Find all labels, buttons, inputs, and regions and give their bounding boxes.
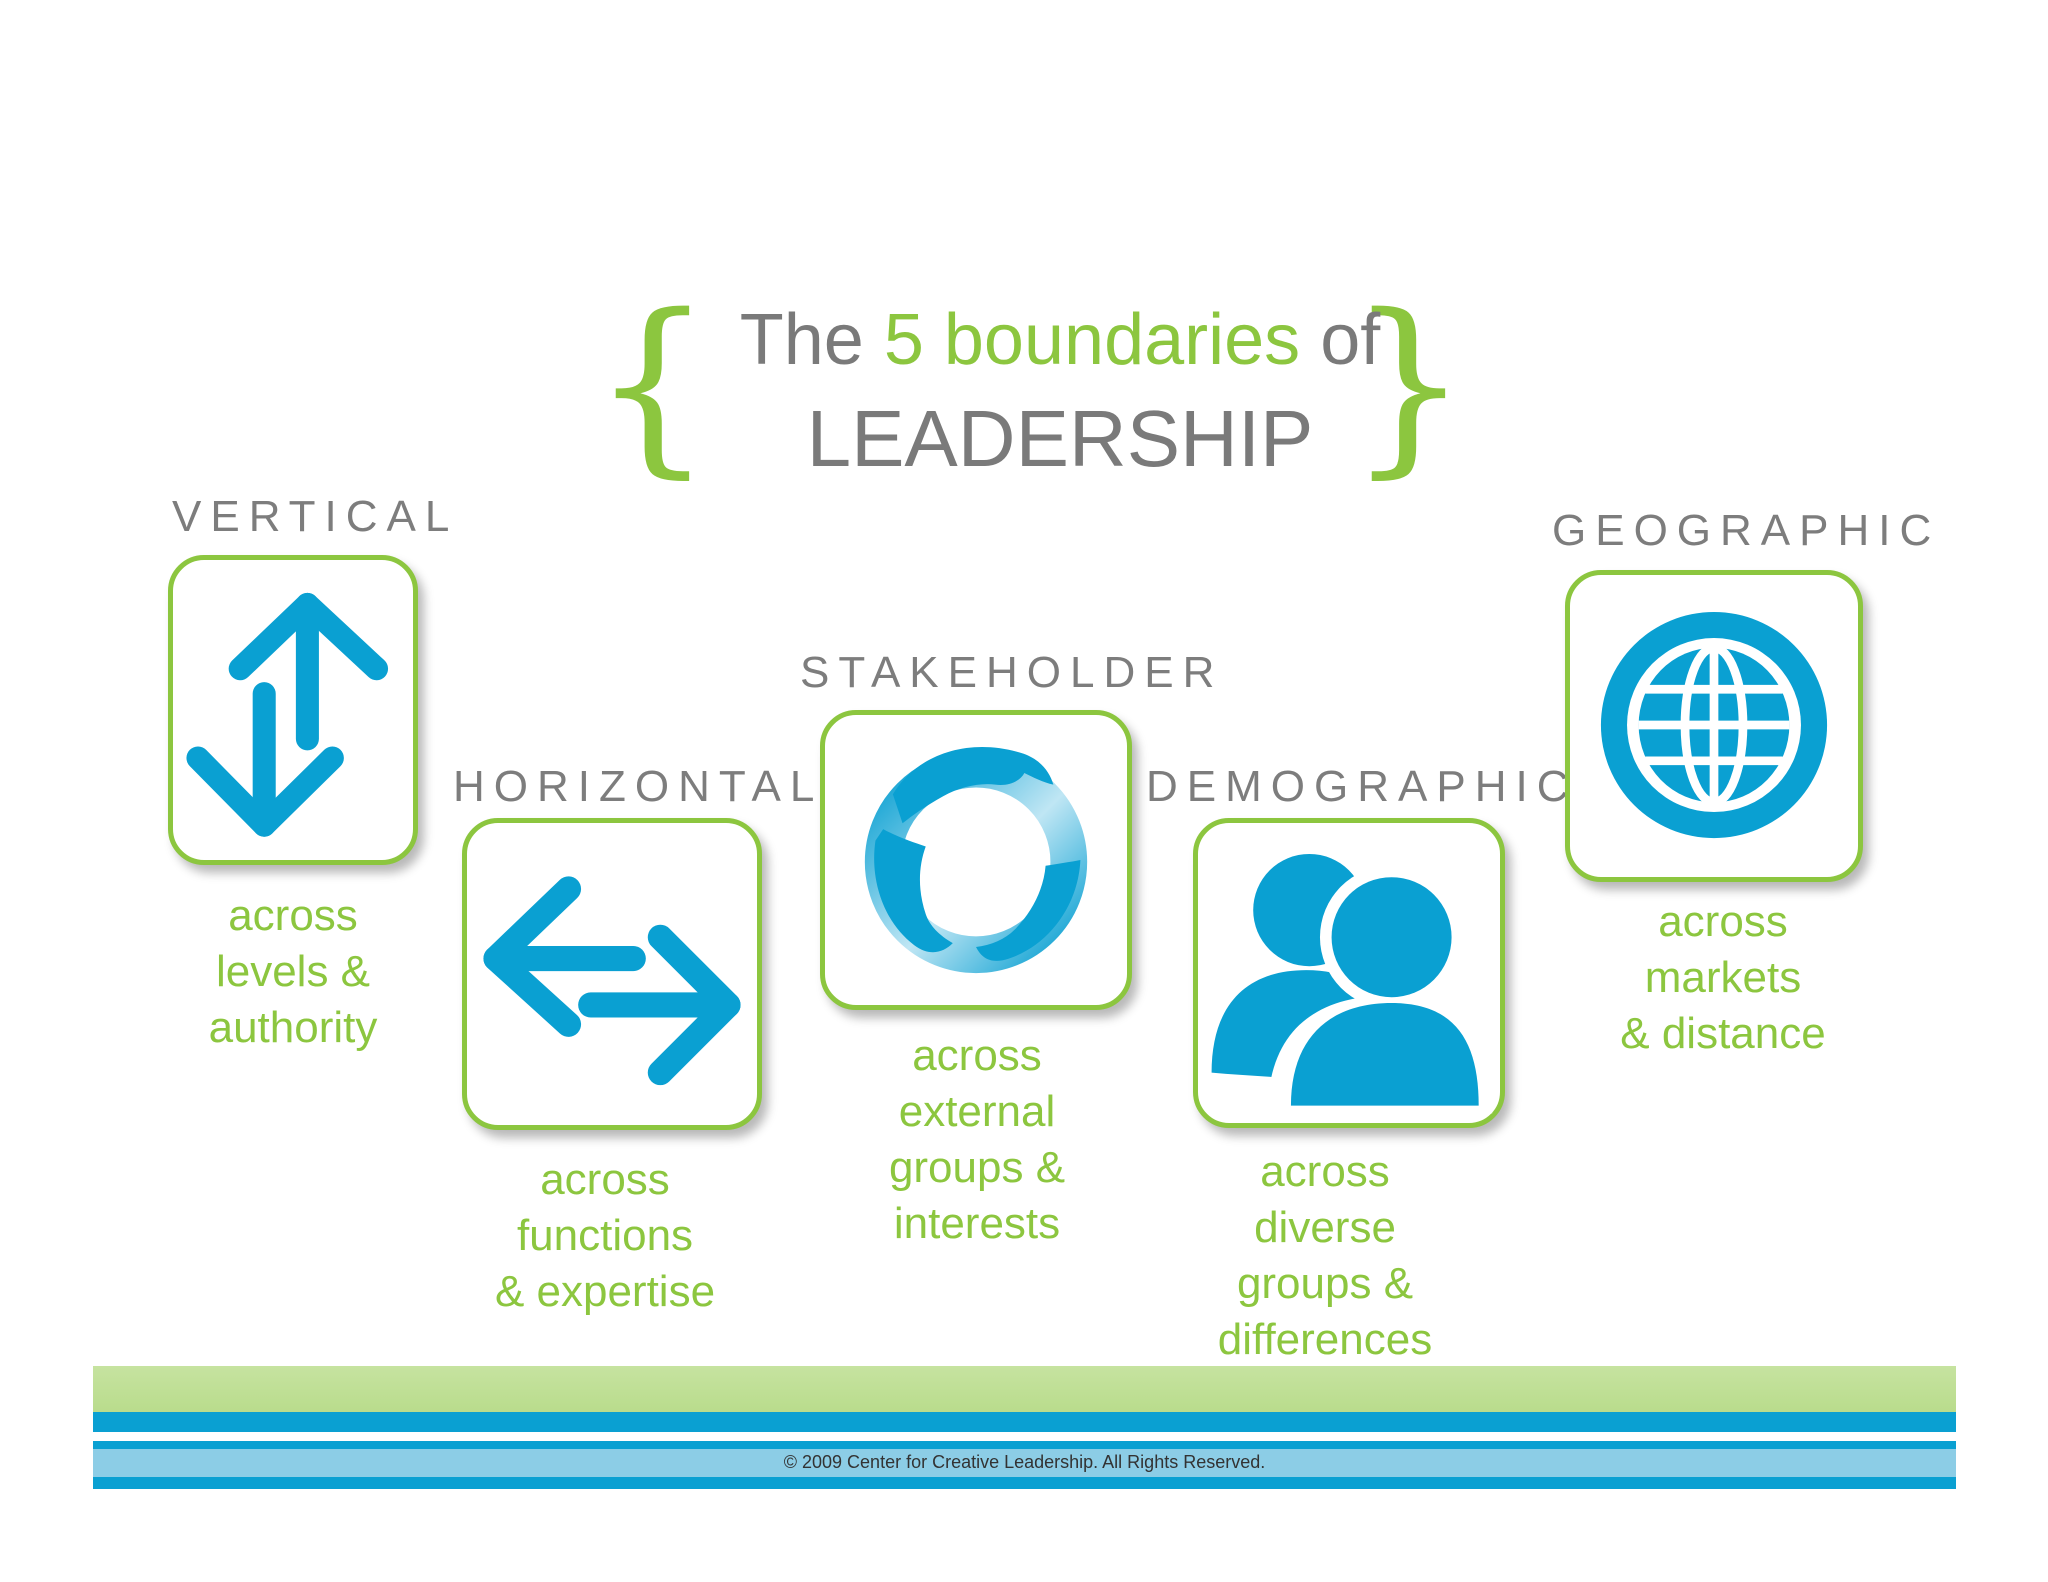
- vertical-arrows-icon: [186, 592, 389, 837]
- footer-green-band: [93, 1366, 1956, 1412]
- copyright-text: © 2009 Center for Creative Leadership. A…: [783, 1452, 1266, 1472]
- title-line-1: The 5 boundaries of: [560, 300, 1560, 380]
- open-brace: {: [592, 274, 713, 495]
- footer-blue-band-1: [93, 1412, 1956, 1432]
- globe-icon: [1600, 611, 1828, 839]
- caption-geographic: across markets & distance: [1620, 897, 1826, 1058]
- label-demographic: DEMOGRAPHIC: [1146, 762, 1578, 811]
- title-line-2: LEADERSHIP: [806, 394, 1314, 483]
- title-prefix: The: [739, 300, 864, 380]
- tile-geographic: [1565, 570, 1863, 882]
- tile-stakeholder: [820, 710, 1132, 1010]
- people-icon: [1211, 853, 1493, 1114]
- horizontal-arrows-icon: [483, 876, 741, 1086]
- footer-blue-band-3: [93, 1477, 1956, 1489]
- footer-blue-band-2: [93, 1441, 1956, 1449]
- label-vertical: VERTICAL: [172, 492, 459, 541]
- caption-demographic: across diverse groups & differences: [1217, 1147, 1433, 1364]
- tile-horizontal: [462, 818, 762, 1130]
- title-suffix: of: [1320, 300, 1381, 380]
- title-highlight: 5 boundaries: [883, 300, 1301, 380]
- label-horizontal: HORIZONTAL: [453, 762, 824, 811]
- close-brace: }: [1348, 274, 1469, 495]
- caption-horizontal: across functions & expertise: [494, 1155, 716, 1316]
- label-stakeholder: STAKEHOLDER: [800, 648, 1224, 697]
- caption-stakeholder: across external groups & interests: [888, 1031, 1066, 1248]
- footer-light-blue-band: [93, 1449, 1956, 1477]
- caption-vertical: across levels & authority: [208, 891, 378, 1052]
- tile-demographic: [1193, 818, 1505, 1128]
- footer-white-gap: [93, 1432, 1956, 1441]
- tile-vertical: [168, 555, 418, 865]
- circle-of-hands-icon: [864, 746, 1088, 974]
- label-geographic: GEOGRAPHIC: [1552, 506, 1941, 555]
